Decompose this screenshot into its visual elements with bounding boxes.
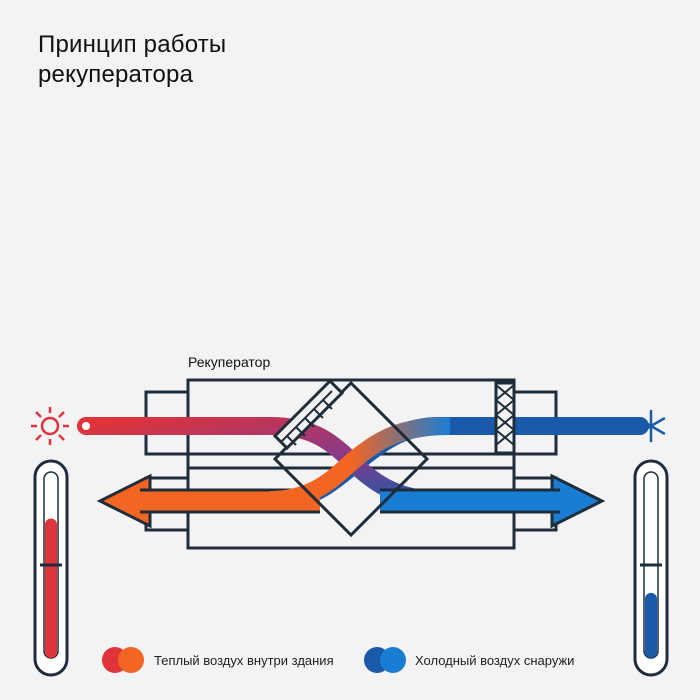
sun-icon	[31, 407, 69, 445]
exhaust-curve	[269, 417, 451, 509]
title-line-2: рекуператора	[38, 61, 194, 88]
legend-label-cold: Холодный воздух снаружи	[415, 653, 574, 668]
thermometer-cold-icon	[633, 459, 669, 677]
legend-item-warm: Теплый воздух внутри здания	[102, 647, 334, 673]
heat-exchanger	[272, 378, 430, 538]
right-filter	[494, 381, 516, 455]
title-line-1: Принцип работы	[38, 31, 227, 58]
legend-item-cold: Холодный воздух снаружи	[364, 647, 574, 673]
thermometer-hot-fill	[45, 518, 57, 658]
device-label: Рекуператор	[188, 354, 270, 370]
snowflake-icon	[636, 409, 666, 443]
supply-arrow-right	[380, 473, 606, 529]
page-title: Принцип работы рекуператора	[38, 30, 226, 90]
legend: Теплый воздух внутри здания Холодный воз…	[102, 647, 574, 673]
warm-pipe-cap	[80, 420, 92, 432]
thermometer-cold-fill	[645, 592, 657, 658]
legend-label-warm: Теплый воздух внутри здания	[154, 653, 334, 668]
thermometer-hot-icon	[33, 459, 69, 677]
